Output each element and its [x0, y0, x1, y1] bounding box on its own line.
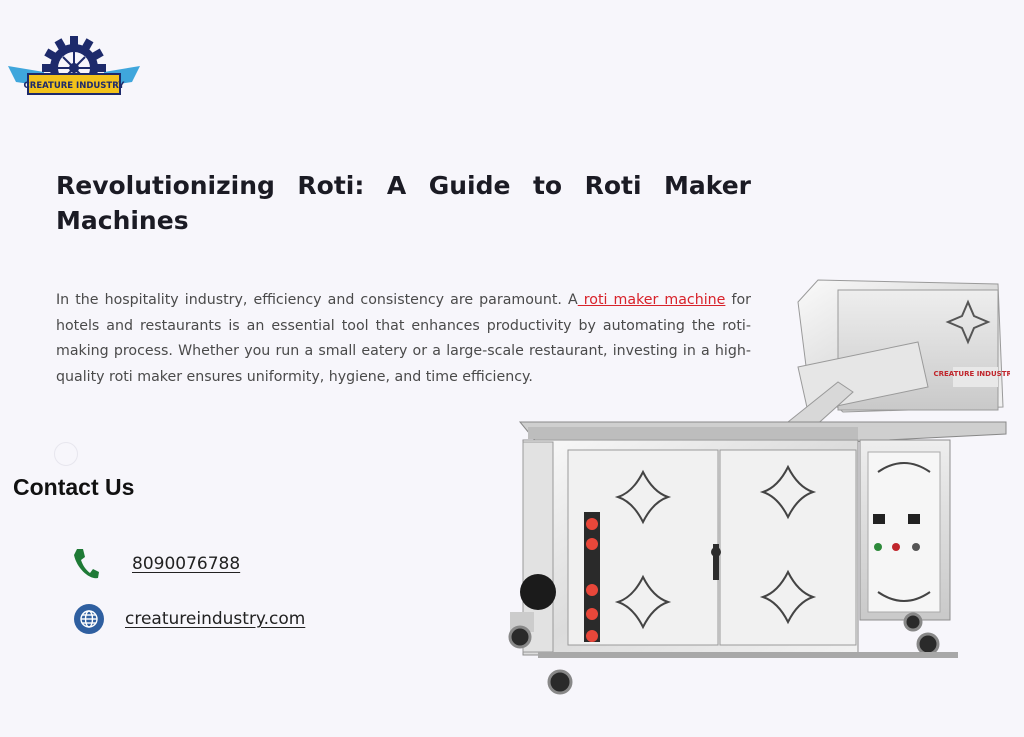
- page-title: Revolutionizing Roti: A Guide to Roti Ma…: [56, 171, 751, 235]
- phone-link[interactable]: 8090076788: [132, 554, 241, 574]
- roti-maker-machine-image: CREATURE INDUSTRY: [508, 279, 1010, 695]
- globe-icon: [74, 604, 104, 634]
- intro-paragraph: In the hospitality industry, efficiency …: [56, 288, 751, 390]
- decorative-circle: [54, 442, 78, 466]
- machine-brand-label: CREATURE INDUSTRY: [933, 370, 1010, 378]
- intro-text-after: for hotels and restaurants is an essenti…: [56, 292, 751, 385]
- contact-title: Contact Us: [13, 474, 135, 500]
- intro-text-before: In the hospitality industry, efficiency …: [56, 292, 578, 308]
- creature-industry-logo: CREATURE INDUSTRY: [8, 36, 140, 95]
- website-link[interactable]: creatureindustry.com: [125, 609, 306, 629]
- roti-maker-machine-link[interactable]: roti maker machine: [577, 292, 726, 308]
- contact-website-row: creatureindustry.com: [73, 603, 305, 635]
- contact-phone-row: 8090076788: [72, 547, 240, 581]
- phone-icon: [74, 549, 99, 579]
- logo-text: CREATURE INDUSTRY: [24, 81, 126, 91]
